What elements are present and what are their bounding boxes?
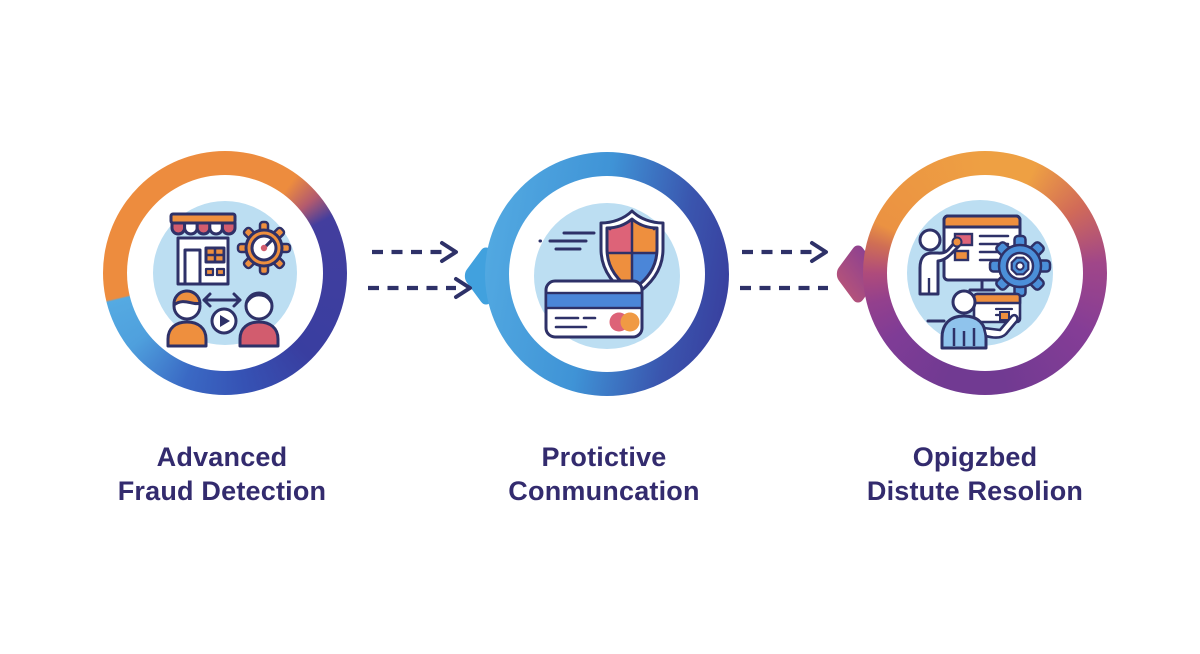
exchange-arrow-icon bbox=[202, 292, 242, 308]
connector-2-dashed-arrows-icon bbox=[740, 241, 828, 291]
step-1-label-line2: Fraud Detection bbox=[117, 476, 327, 506]
step-3-label-line1: Opigzbed bbox=[912, 442, 1038, 472]
presenter-icon bbox=[918, 228, 963, 296]
marketplace-store-gauge-buyer-seller-icon bbox=[153, 201, 297, 348]
buyer-avatar-icon bbox=[166, 289, 208, 348]
store-icon bbox=[169, 212, 237, 286]
step-2-label-line1: Protictive bbox=[541, 442, 667, 472]
support-agent-icon bbox=[926, 289, 1019, 350]
connector-1-dashed-arrows-icon bbox=[368, 241, 472, 299]
presentation-gear-support-agent-icon bbox=[907, 200, 1053, 350]
gauge-icon bbox=[236, 220, 292, 276]
credit-card-shield-icon bbox=[534, 203, 680, 349]
step-2-label: Protictive Conmuncation bbox=[414, 440, 794, 508]
step-3-label: Opigzbed Distute Resolion bbox=[785, 440, 1165, 508]
step-3-circle bbox=[863, 151, 1107, 395]
step-2-label-line2: Conmuncation bbox=[508, 476, 700, 506]
credit-card-icon bbox=[544, 279, 644, 339]
step-3-label-line2: Distute Resolion bbox=[866, 476, 1084, 506]
step-1-label: Advanced Fraud Detection bbox=[32, 440, 412, 508]
seller-avatar-icon bbox=[238, 291, 280, 348]
gear-icon bbox=[988, 234, 1052, 298]
play-icon bbox=[210, 307, 238, 335]
speed-lines-icon bbox=[538, 231, 596, 251]
step-1-label-line1: Advanced bbox=[156, 442, 288, 472]
step-1-circle bbox=[103, 151, 347, 395]
step-2-circle bbox=[485, 152, 729, 396]
